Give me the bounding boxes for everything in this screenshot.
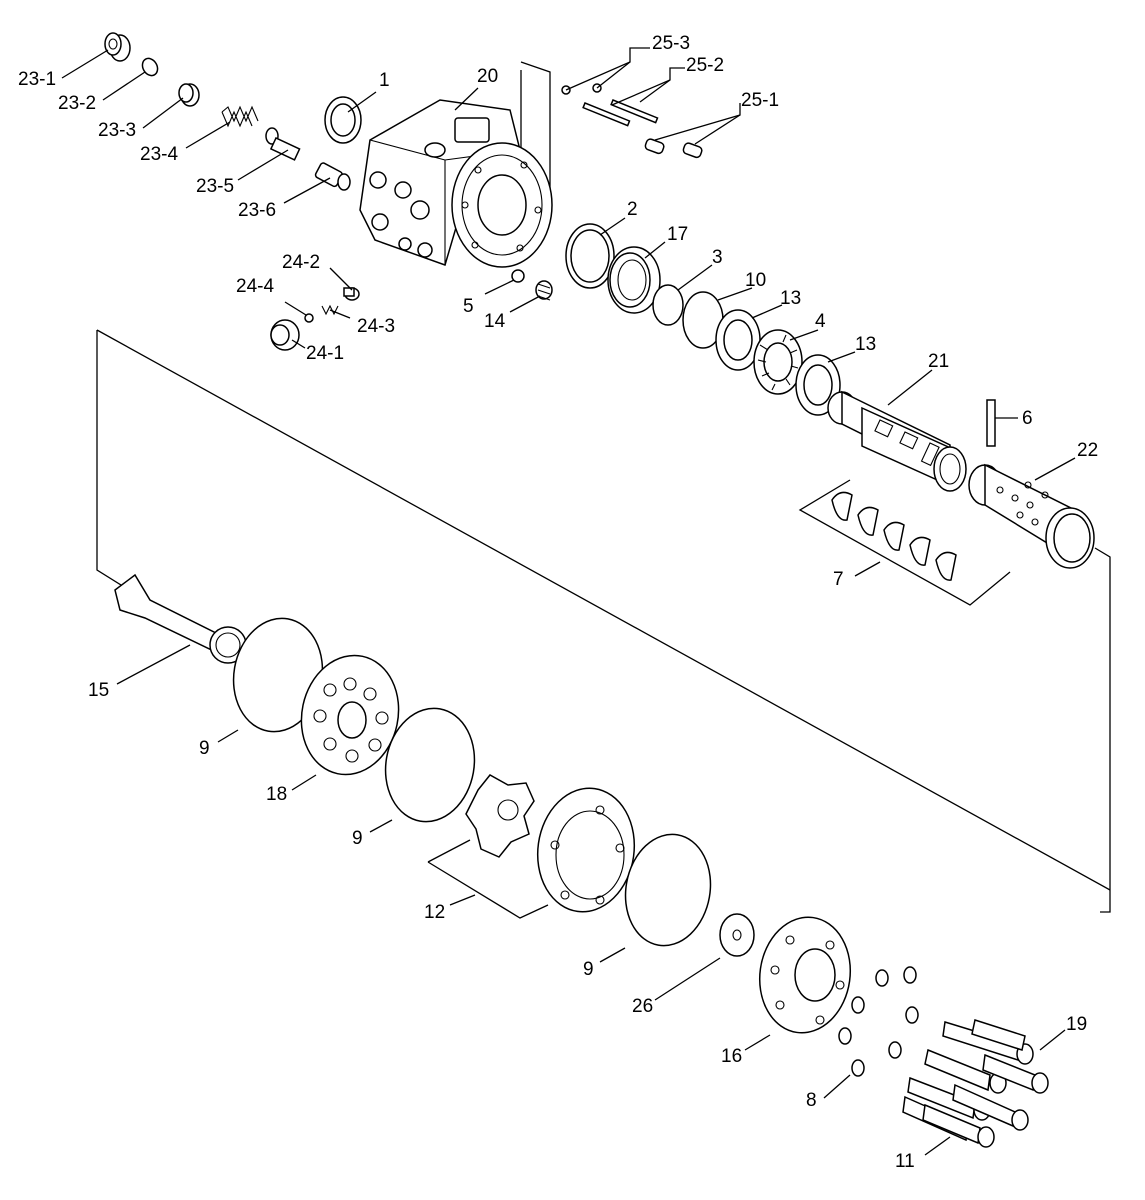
part-9-oring-c [624, 833, 712, 947]
part-21-spool [827, 390, 967, 492]
callout-12: 12 [424, 902, 445, 923]
part-1-seal [324, 96, 362, 144]
callout-23-4: 23-4 [140, 144, 178, 165]
callout-18: 18 [266, 784, 287, 805]
part-25-2-pins [582, 99, 659, 127]
callout-14: 14 [484, 311, 506, 332]
part-4-bearing [753, 329, 803, 395]
part-23-5-poppet [265, 127, 301, 161]
callout-9-b: 9 [352, 828, 363, 849]
part-2-ring [565, 223, 615, 289]
part-12-rotor [465, 774, 535, 858]
part-17-seal [607, 246, 661, 314]
callout-23-3: 23-3 [98, 120, 136, 141]
part-14-spring [535, 280, 553, 301]
callout-25-1: 25-1 [741, 90, 779, 111]
callout-26: 26 [632, 996, 653, 1017]
callout-10: 10 [745, 270, 766, 291]
part-23-1-plug [104, 32, 131, 62]
part-18-plate [300, 654, 400, 776]
callout-19: 19 [1066, 1014, 1087, 1035]
part-24-2-screw [343, 287, 360, 301]
part-7-centering-springs [798, 479, 1011, 606]
part-6-pin [986, 399, 996, 447]
part-19-part-11-bolts [902, 1019, 1049, 1148]
callout-23-6: 23-6 [238, 200, 276, 221]
callout-labels: 23-1 23-2 23-3 23-4 23-5 23-6 1 20 25-3 … [18, 33, 1098, 1172]
callout-23-1: 23-1 [18, 69, 56, 90]
callout-11: 11 [895, 1151, 915, 1172]
callout-3: 3 [712, 247, 723, 268]
callout-17: 17 [667, 224, 688, 245]
callout-25-2: 25-2 [686, 55, 724, 76]
part-12-stator [536, 787, 636, 913]
callout-15: 15 [88, 680, 109, 701]
part-23-2-oring [141, 57, 159, 77]
part-5-ball [511, 269, 525, 283]
callout-13-b: 13 [855, 334, 876, 355]
callout-23-5: 23-5 [196, 176, 234, 197]
part-24-4-ball [304, 313, 314, 323]
part-22-sleeve [968, 463, 1095, 569]
callout-7: 7 [833, 569, 844, 590]
part-24-1-plug [270, 319, 300, 351]
part-23-3-ring [178, 83, 200, 107]
callout-6: 6 [1022, 408, 1033, 429]
callout-24-1: 24-1 [306, 343, 344, 364]
callout-22: 22 [1077, 440, 1098, 461]
part-25-1-bushings [644, 138, 703, 159]
part-23-6-sleeve [314, 162, 351, 191]
callout-21: 21 [928, 351, 949, 372]
callout-8: 8 [806, 1090, 817, 1111]
part-9-oring-b [384, 707, 476, 823]
callout-4: 4 [815, 311, 826, 332]
part-16-end-cap [758, 916, 852, 1034]
callout-1: 1 [379, 70, 390, 91]
callout-20: 20 [477, 66, 498, 87]
callout-9-a: 9 [199, 738, 210, 759]
callout-13-a: 13 [780, 288, 801, 309]
callout-24-4: 24-4 [236, 276, 274, 297]
part-20-housing [359, 99, 553, 268]
part-24-3-spring [321, 304, 339, 316]
callout-16: 16 [721, 1046, 742, 1067]
callout-25-3: 25-3 [652, 33, 690, 54]
callout-24-2: 24-2 [282, 252, 320, 273]
callout-9-c: 9 [583, 959, 594, 980]
callout-23-2: 23-2 [58, 93, 96, 114]
leader-lines [61, 47, 1076, 1156]
part-3-ring [652, 284, 684, 326]
callout-2: 2 [627, 199, 638, 220]
callout-5: 5 [463, 296, 474, 317]
part-13-washer-a [715, 309, 761, 371]
callout-24-3: 24-3 [357, 316, 395, 337]
part-26-washer [719, 913, 755, 957]
part-8-washers [838, 966, 919, 1077]
